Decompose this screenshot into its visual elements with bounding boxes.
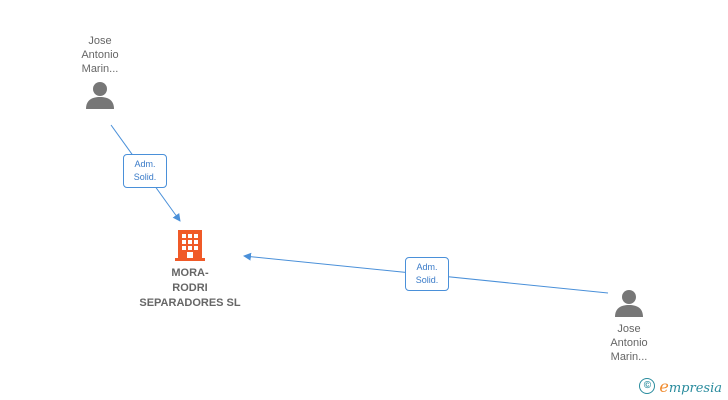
company-node[interactable]: MORA- RODRI SEPARADORES SL — [130, 228, 250, 311]
person-icon — [615, 290, 643, 317]
person-node-top[interactable]: Jose Antonio Marin... — [60, 34, 140, 110]
person-icon — [86, 82, 114, 109]
edge-label-bottom[interactable]: Adm. Solid. — [405, 257, 449, 291]
company-name: MORA- RODRI SEPARADORES SL — [139, 267, 241, 309]
edge-label-top[interactable]: Adm. Solid. — [123, 154, 167, 188]
person-node-bottom[interactable]: Jose Antonio Marin... — [589, 288, 669, 364]
copyright-icon: © — [639, 378, 656, 394]
person-name: Jose Antonio Marin... — [610, 323, 648, 363]
brand-name: empresia — [659, 376, 722, 396]
empresia-logo[interactable]: © empresia — [639, 376, 722, 396]
person-name: Jose Antonio Marin... — [81, 35, 119, 75]
building-icon — [175, 230, 205, 261]
